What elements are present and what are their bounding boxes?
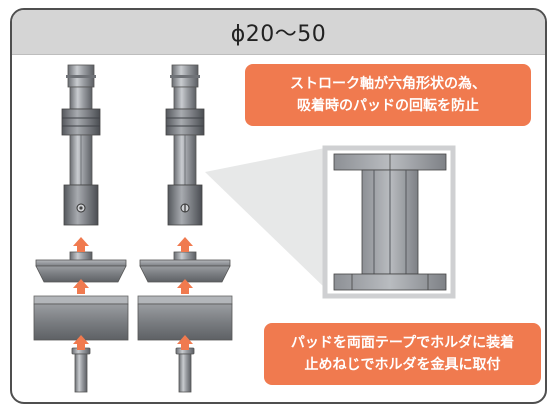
assembly-arrow-icon bbox=[177, 237, 193, 252]
pad-holder-right bbox=[139, 251, 231, 283]
assembly-arrow-icon bbox=[73, 237, 89, 252]
hex-shaft-detail bbox=[322, 145, 456, 299]
callout-top-line-2: 吸着時のパッドの回転を防止 bbox=[297, 98, 479, 114]
callout-top-line-1: ストローク軸が六角形状の為、 bbox=[290, 76, 486, 92]
assembly-arrow-icon bbox=[177, 279, 193, 294]
fitting-left bbox=[71, 347, 91, 393]
callout-hex-rotation-prevention: ストローク軸が六角形状の為、 吸着時のパッドの回転を防止 bbox=[245, 64, 531, 126]
fitting-right bbox=[175, 347, 195, 393]
assembly-arrow-icon bbox=[73, 335, 89, 350]
title-bar: ϕ20〜50 bbox=[12, 10, 545, 55]
suction-pad-left bbox=[33, 295, 129, 341]
assembly-arrow-icon bbox=[177, 335, 193, 350]
assembly-arrow-icon bbox=[73, 279, 89, 294]
zoom-indicator bbox=[205, 148, 325, 288]
pad-holder-left bbox=[35, 251, 127, 283]
suction-pad-right bbox=[137, 295, 233, 341]
stroke-rod-right bbox=[165, 64, 205, 226]
diagram-title: ϕ20〜50 bbox=[230, 22, 327, 47]
pad-assembly-left bbox=[33, 64, 129, 393]
callout-bottom-line-1: パッドを両面テープでホルダに装着 bbox=[290, 335, 515, 351]
callout-bottom-line-2: 止めねじでホルダを金具に取付 bbox=[304, 357, 501, 373]
stroke-rod-left bbox=[61, 64, 101, 226]
pad-assembly-right bbox=[137, 64, 233, 393]
callout-holder-mounting: パッドを両面テープでホルダに装着 止めねじでホルダを金具に取付 bbox=[264, 323, 541, 385]
